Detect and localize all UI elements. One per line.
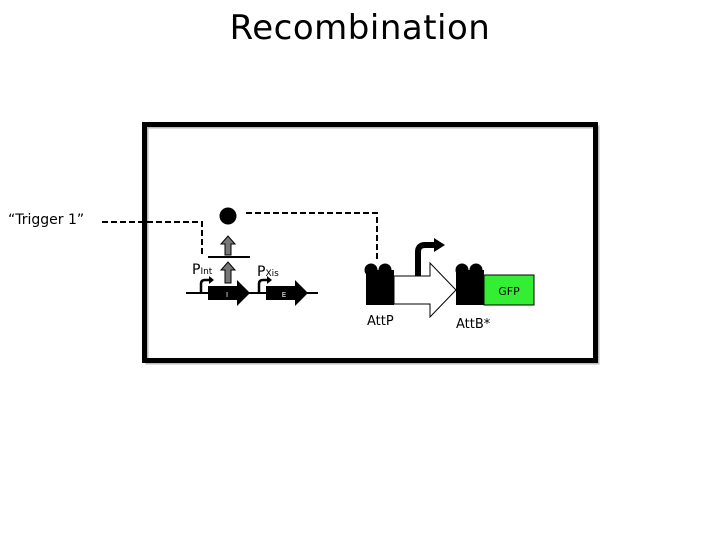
promoter-xis-arrowhead: [267, 276, 272, 284]
transcription-arrow-icon: [219, 261, 237, 284]
attp-label: AttP: [367, 314, 394, 329]
translation-arrow-icon: [219, 235, 237, 256]
promoter-int-icon: [199, 278, 210, 293]
invertible-segment-arrow: [393, 261, 457, 319]
gfp-reporter-box: [483, 274, 535, 306]
attb-label: AttB*: [456, 317, 491, 332]
protein-complex-dot: [219, 207, 237, 225]
trigger-signal-line: [102, 221, 203, 256]
gene-int-icon: [208, 280, 250, 306]
attb-site-icon: [456, 270, 484, 305]
promoter-xis-icon: [257, 278, 268, 293]
protein-action-line: [246, 212, 378, 262]
promoter-int-label: PInt: [192, 262, 213, 278]
promoter-int-arrowhead: [209, 276, 214, 284]
gene-xis-label: E: [282, 291, 286, 299]
promoter-bent-arrowhead: [434, 238, 445, 252]
gene-xis-icon: [266, 280, 308, 306]
cell-frame: [142, 122, 598, 363]
promoter-xis-label: PXis: [257, 264, 279, 280]
attp-site-icon: [366, 270, 394, 305]
gene-int-label: I: [226, 291, 228, 299]
gfp-label: GFP: [498, 285, 520, 298]
promoter-bent-arrow-icon: [415, 242, 436, 276]
slide-title: Recombination: [229, 8, 491, 48]
trigger-input-label: “Trigger 1”: [8, 212, 85, 228]
